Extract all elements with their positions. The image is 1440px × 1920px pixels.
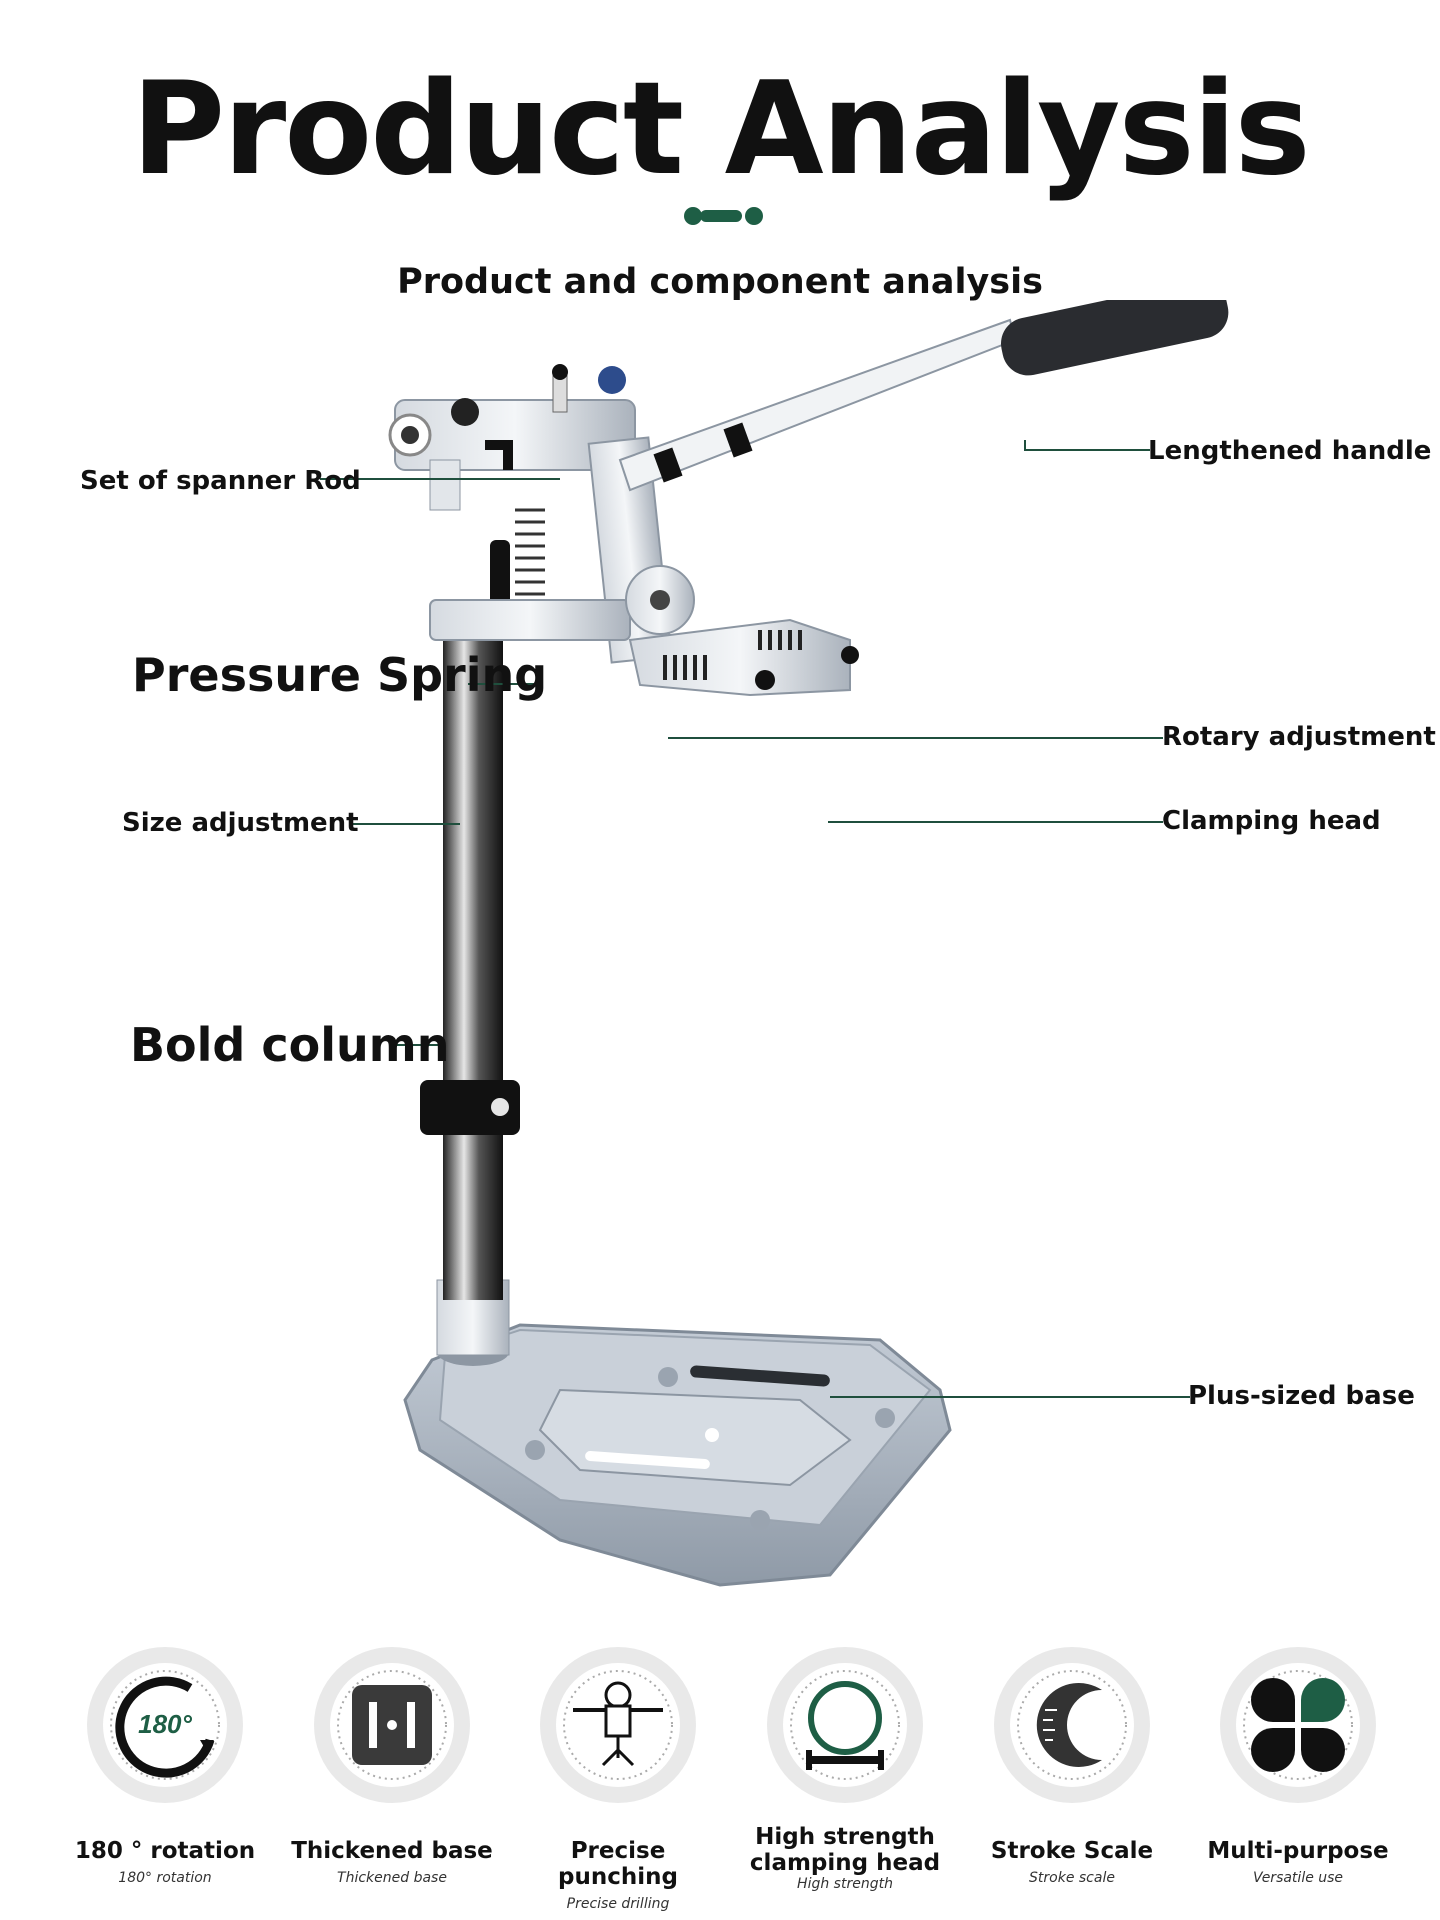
feature-item: Multi-purpose Versatile use [1188,1640,1408,1886]
stroke-scale-icon [987,1640,1157,1810]
feature-title: Precise punching [558,1838,678,1890]
callout-spanner-rod: Set of spanner Rod [80,466,361,496]
title-divider [684,207,763,225]
base-plate [403,1323,952,1587]
page-subtitle: Product and component analysis [397,262,1043,302]
feature-subtitle: High strength [797,1876,893,1892]
drill-stand-illustration [320,300,1229,1587]
feature-subtitle: Versatile use [1252,1870,1344,1886]
feature-row: 180° 180 ° rotation 180° rotation Thicke… [0,1640,1440,1912]
feature-item: Precise punching Precise drilling [508,1640,728,1912]
feature-title: High strength clamping head [749,1824,941,1876]
handle [598,300,1229,492]
callout-size-adjustment: Size adjustment [122,808,359,838]
callout-bold-column: Bold column [130,1018,450,1072]
callout-clamping-head: Clamping head [1162,806,1381,836]
feature-title: Thickened base [291,1838,493,1864]
feature-title: Multi-purpose [1207,1838,1389,1864]
feature-subtitle: Stroke scale [1029,1870,1115,1886]
callout-lines [320,440,1190,1398]
callout-rotary-adjustment: Rotary adjustment [1162,722,1436,752]
clamp-ring-icon [760,1640,930,1810]
four-leaf-icon [1213,1640,1383,1810]
page-title: Product Analysis [131,55,1310,204]
callout-lengthened-handle: Lengthened handle [1148,436,1432,466]
drill-bit-icon [533,1640,703,1810]
feature-title: Stroke Scale [990,1838,1154,1864]
feature-subtitle: Thickened base [337,1870,447,1886]
base-plate-icon [307,1640,477,1810]
feature-item: 180° 180 ° rotation 180° rotation [55,1640,275,1886]
callout-plus-sized-base: Plus-sized base [1188,1381,1415,1411]
column [420,600,520,1366]
feature-item: Stroke Scale Stroke scale [962,1640,1182,1886]
feature-item: Thickened base Thickened base [282,1640,502,1886]
feature-subtitle: 180° rotation [118,1870,212,1886]
feature-item: High strength clamping head High strengt… [735,1640,955,1892]
rotation-180-icon: 180° [80,1640,250,1810]
head-assembly [388,364,859,697]
svg-text:180°: 180° [138,1709,192,1739]
feature-subtitle: Precise drilling [566,1896,670,1912]
callout-pressure-spring: Pressure Spring [132,648,548,702]
feature-title: 180 ° rotation [74,1838,256,1864]
